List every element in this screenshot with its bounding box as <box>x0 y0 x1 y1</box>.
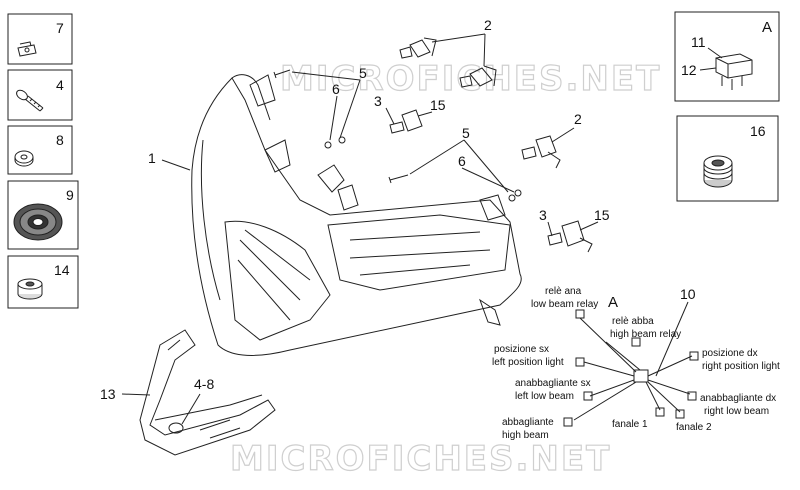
leader-lines <box>121 33 599 425</box>
part-number-12: 12 <box>681 62 697 78</box>
label-pos-dx-it: posizione dx <box>702 348 758 359</box>
part-number-8: 8 <box>56 132 64 148</box>
bulb-2-upper[interactable] <box>399 37 437 59</box>
callout-6-lower: 6 <box>458 153 466 169</box>
box-a-letter: A <box>762 19 772 36</box>
label-fanale1: fanale 1 <box>612 419 648 430</box>
callout-15-lower: 15 <box>594 207 610 223</box>
label-pos-sx-it: posizione sx <box>494 344 549 355</box>
label-low-dx-en: right low beam <box>704 406 769 417</box>
part-number-11: 11 <box>691 34 706 50</box>
headlight-bracket[interactable] <box>139 329 276 456</box>
relay-icon <box>715 53 753 90</box>
part-box-16[interactable]: 16 <box>676 115 779 202</box>
headlight-assembly[interactable] <box>191 74 522 356</box>
watermark-top: MICROFICHES.NET <box>280 59 661 99</box>
rubber-cap-icon <box>703 155 733 188</box>
label-high-relay-en: high beam relay <box>610 329 681 340</box>
callout-15-upper: 15 <box>430 97 446 113</box>
bulb-3-upper[interactable] <box>389 109 423 134</box>
part-box-8[interactable]: 8 <box>7 125 73 175</box>
callout-4-8: 4-8 <box>194 376 214 392</box>
part-box-9[interactable]: 9 <box>7 180 79 250</box>
label-high-it: abbagliante <box>502 417 554 428</box>
washer-icon <box>14 150 34 167</box>
label-fanale2: fanale 2 <box>676 422 712 433</box>
label-high-en: high beam <box>502 430 549 441</box>
callout-13: 13 <box>100 386 116 402</box>
label-low-relay-it: relè ana <box>545 286 582 297</box>
part-number-14: 14 <box>54 262 70 278</box>
grommet-icon <box>13 203 63 241</box>
spacer-icon <box>17 278 43 300</box>
part-number-16: 16 <box>750 123 766 139</box>
part-box-4[interactable]: 4 <box>7 69 73 121</box>
nut-6-upper[interactable] <box>324 136 346 149</box>
label-low-sx-en: left low beam <box>515 391 574 402</box>
bulb-2-upper-right[interactable] <box>459 65 497 88</box>
callout-2-lower: 2 <box>574 111 582 127</box>
label-pos-sx-en: left position light <box>492 357 564 368</box>
part-number-9: 9 <box>66 187 74 203</box>
callout-2-upper: 2 <box>484 17 492 33</box>
callout-5-lower: 5 <box>462 125 470 141</box>
callout-3-lower: 3 <box>539 207 547 223</box>
label-low-dx-it: anabbagliante dx <box>700 393 776 404</box>
part-box-14[interactable]: 14 <box>7 255 79 309</box>
callout-6-upper: 6 <box>332 81 340 97</box>
callout-3-upper: 3 <box>374 93 382 109</box>
wiring-harness[interactable] <box>563 301 699 427</box>
screw-5-upper[interactable] <box>273 69 291 79</box>
bulb-3-lower[interactable] <box>547 220 593 253</box>
nut-6-lower[interactable] <box>508 189 522 202</box>
screw-icon <box>16 89 44 112</box>
part-number-7: 7 <box>56 20 64 36</box>
part-box-a-relay[interactable]: A 11 12 <box>674 11 780 102</box>
label-high-relay-it: relè abba <box>612 316 654 327</box>
callout-a-harness: A <box>608 294 618 311</box>
part-number-4: 4 <box>56 77 64 93</box>
callout-10: 10 <box>680 286 696 302</box>
label-low-sx-it: anabbagliante sx <box>515 378 591 389</box>
callout-5-upper: 5 <box>359 65 367 81</box>
screw-5-lower[interactable] <box>388 174 409 184</box>
bulb-2-lower[interactable] <box>521 135 561 169</box>
label-pos-dx-en: right position light <box>702 361 780 372</box>
label-low-relay-en: low beam relay <box>531 299 598 310</box>
callout-1: 1 <box>148 150 156 166</box>
clip-nut-icon <box>17 41 37 57</box>
part-box-7[interactable]: 7 <box>7 13 73 65</box>
watermark-bottom: MICROFICHES.NET <box>230 439 611 479</box>
